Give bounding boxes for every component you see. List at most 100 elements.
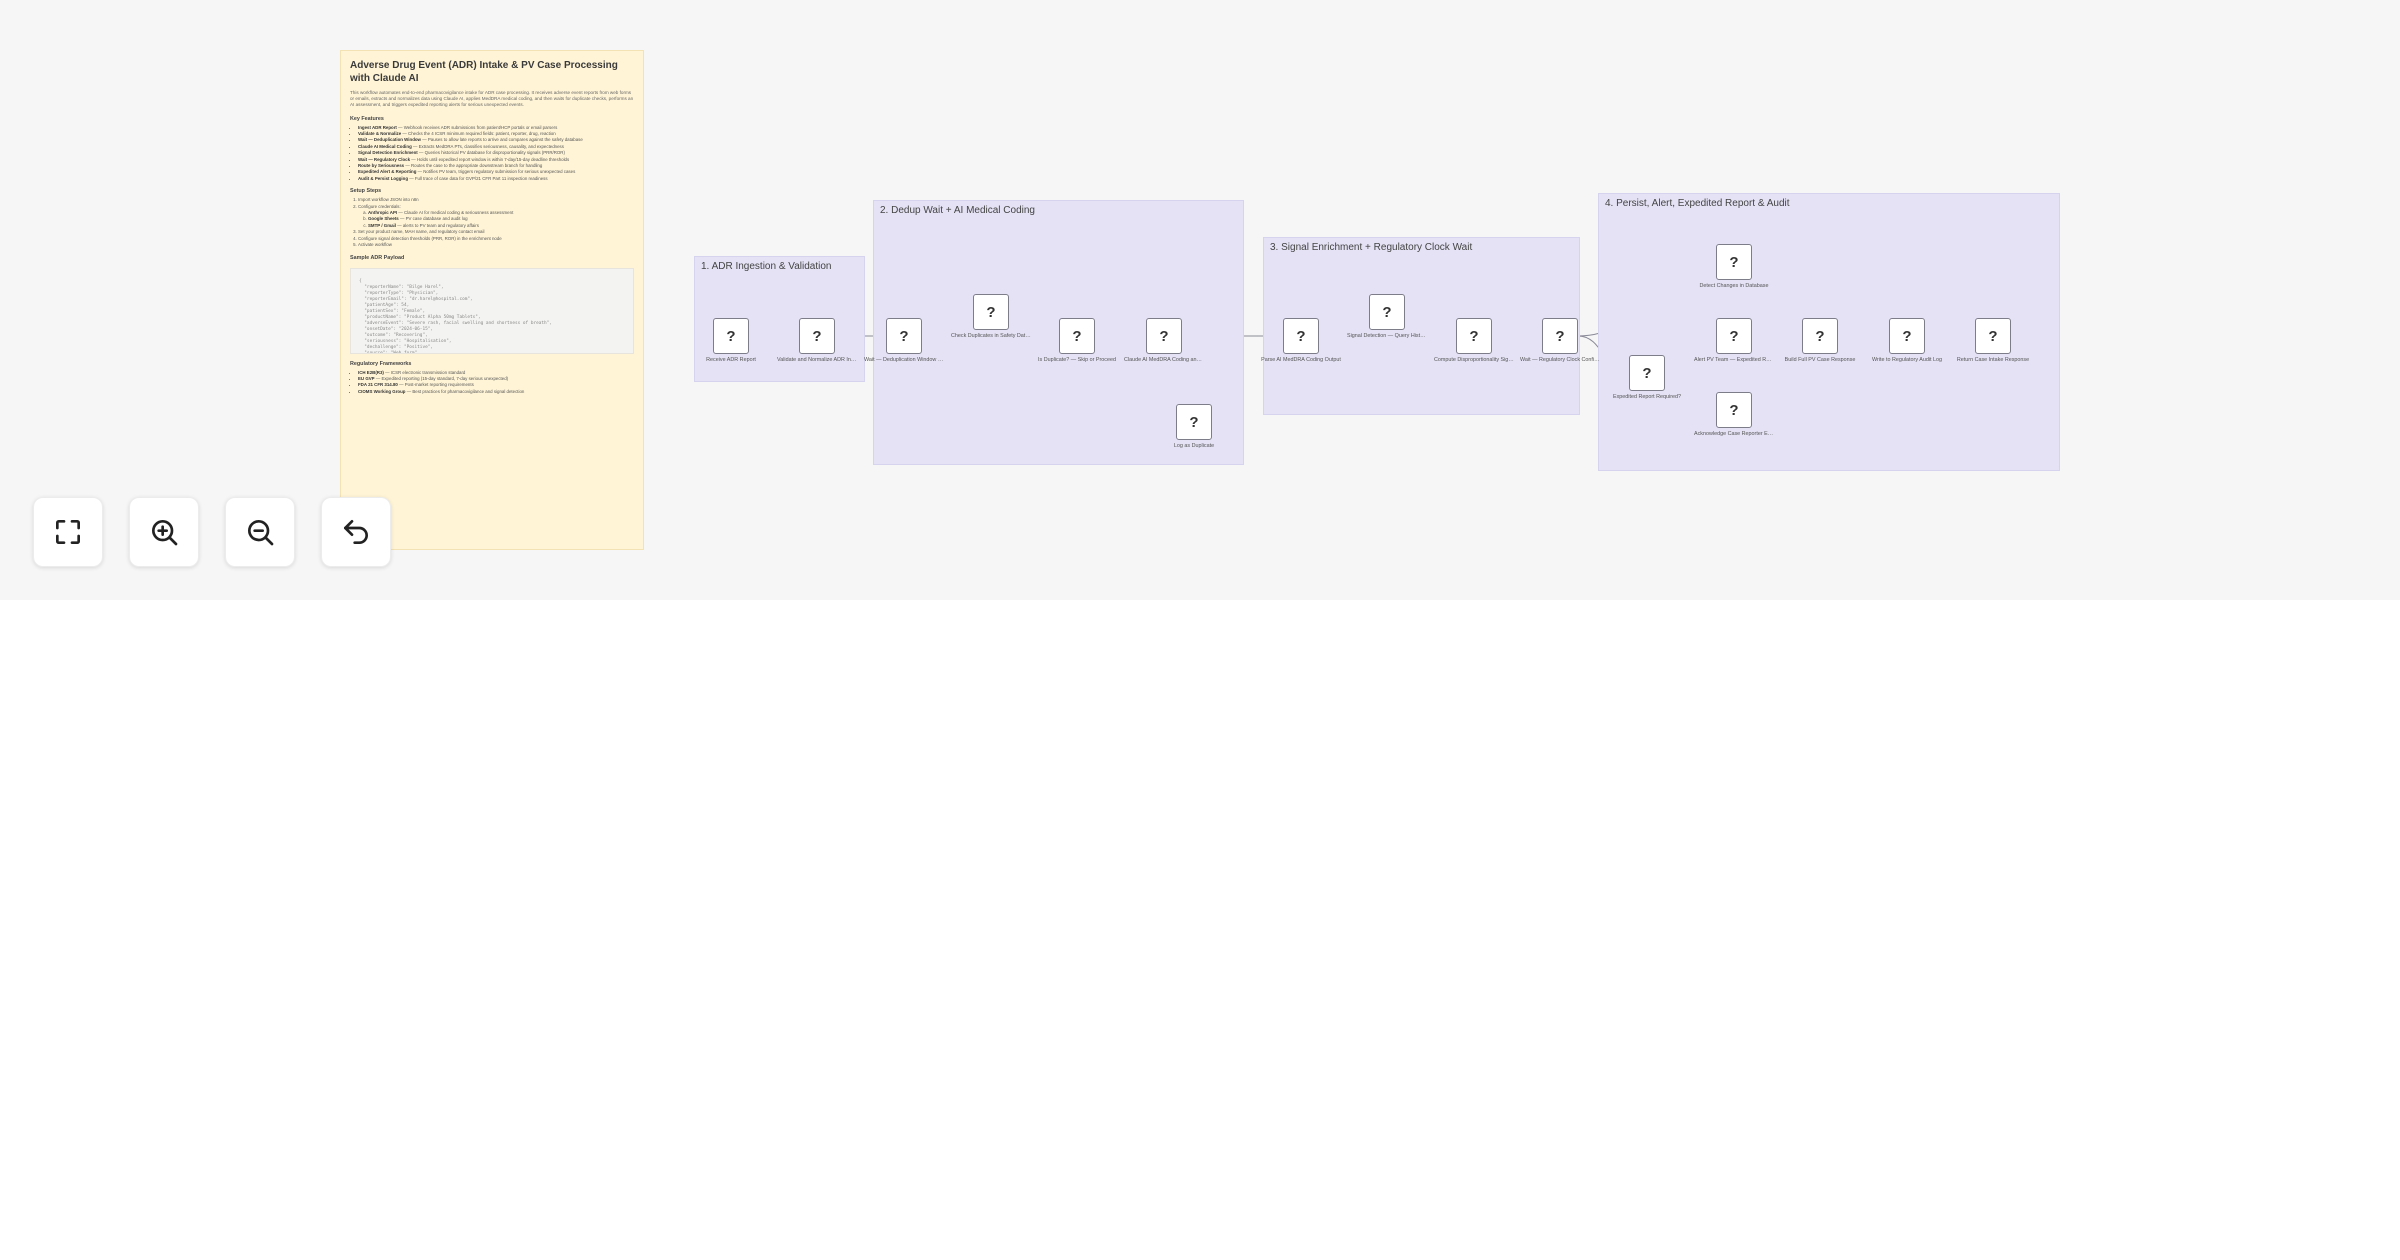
zoom-out-icon: [248, 520, 274, 546]
node-label: Receive ADR Report: [706, 357, 756, 363]
node-unknown-icon: ?: [1469, 327, 1479, 345]
node-unknown-icon: ?: [1642, 364, 1652, 382]
list-item: Google Sheets — PV case database and aud…: [368, 216, 634, 222]
node-return-response[interactable]: ?: [1975, 318, 2011, 354]
node-expedited-required[interactable]: ?: [1629, 355, 1665, 391]
zoom-in-button[interactable]: [129, 497, 199, 567]
node-unknown-icon: ?: [1189, 413, 1199, 431]
node-receive-adr-report[interactable]: ?: [713, 318, 749, 354]
payload-code-block: { "reporterName": "Bilge Harel", "report…: [350, 267, 634, 354]
list-item: Route by Seriousness — Routes the case t…: [358, 163, 634, 169]
node-label: Wait — Deduplication Window (24 min): [864, 357, 944, 363]
zoom-out-button[interactable]: [225, 497, 295, 567]
node-claude-meddra-coding[interactable]: ?: [1146, 318, 1182, 354]
node-label: Is Duplicate? — Skip or Proceed: [1038, 357, 1116, 363]
node-build-case-response[interactable]: ?: [1802, 318, 1838, 354]
list-item: Signal Detection Enrichment — Queries hi…: [358, 150, 634, 156]
node-unknown-icon: ?: [1296, 327, 1306, 345]
node-compute-signals[interactable]: ?: [1456, 318, 1492, 354]
node-label: Validate and Normalize ADR Intake: [777, 357, 857, 363]
node-unknown-icon: ?: [1729, 253, 1739, 271]
frameworks-list: ICH E2B(R3) — ICSR electronic transmissi…: [350, 370, 634, 396]
node-label: Expedited Report Required?: [1612, 394, 1682, 400]
key-features-list: Ingest ADR Report — Webhook receives ADR…: [350, 125, 634, 183]
node-acknowledge-reporter[interactable]: ?: [1716, 392, 1752, 428]
key-features-heading: Key Features: [350, 115, 384, 122]
list-item: Set your product name, MAH name, and reg…: [358, 229, 634, 235]
node-unknown-icon: ?: [1382, 303, 1392, 321]
reset-zoom-button[interactable]: [321, 497, 391, 567]
node-detect-changes[interactable]: ?: [1716, 244, 1752, 280]
node-unknown-icon: ?: [812, 327, 822, 345]
node-parse-coding-output[interactable]: ?: [1283, 318, 1319, 354]
node-unknown-icon: ?: [1988, 327, 1998, 345]
node-unknown-icon: ?: [1729, 327, 1739, 345]
node-label: Alert PV Team — Expedited Report: [1694, 357, 1774, 363]
zoom-in-icon: [152, 520, 178, 546]
list-item: FDA 21 CFR 314.80 — Post-market reportin…: [358, 382, 634, 388]
node-unknown-icon: ?: [1815, 327, 1825, 345]
setup-heading: Setup Steps: [350, 188, 382, 195]
group-title: 4. Persist, Alert, Expedited Report & Au…: [1605, 198, 1790, 209]
node-label: Claude AI MedDRA Coding and Causality: [1124, 357, 1204, 363]
node-label: Build Full PV Case Response: [1784, 357, 1856, 363]
list-item: Ingest ADR Report — Webhook receives ADR…: [358, 125, 634, 131]
node-check-duplicates[interactable]: ?: [973, 294, 1009, 330]
sticky-intro: This workflow automates end-to-end pharm…: [350, 90, 634, 108]
list-item: Anthropic API — Claude AI for medical co…: [368, 210, 634, 216]
list-item: Claude AI Medical Coding — Extracts MedD…: [358, 144, 634, 150]
list-item: Expedited Alert & Reporting — Notifies P…: [358, 169, 634, 175]
list-item: EU GVP — Expedited reporting (15-day sta…: [358, 376, 634, 382]
node-label: Signal Detection — Query Historical PV: [1347, 333, 1427, 339]
group-title: 2. Dedup Wait + AI Medical Coding: [880, 205, 1035, 216]
node-label: Return Case Intake Response: [1956, 357, 2030, 363]
node-wait-regulatory-clock[interactable]: ?: [1542, 318, 1578, 354]
node-is-duplicate[interactable]: ?: [1059, 318, 1095, 354]
node-label: Parse AI MedDRA Coding Output: [1261, 357, 1341, 363]
payload-heading: Sample ADR Payload: [350, 254, 405, 261]
node-signal-detection-query[interactable]: ?: [1369, 294, 1405, 330]
sticky-title: Adverse Drug Event (ADR) Intake & PV Cas…: [350, 60, 618, 84]
node-log-duplicate[interactable]: ?: [1176, 404, 1212, 440]
list-item: Activate workflow: [358, 242, 634, 248]
node-unknown-icon: ?: [1729, 401, 1739, 419]
node-unknown-icon: ?: [1072, 327, 1082, 345]
node-label: Write to Regulatory Audit Log: [1871, 357, 1943, 363]
node-label: Wait — Regulatory Clock Confirmation (24…: [1520, 357, 1600, 363]
node-label: Compute Disproportionality Signals: [1434, 357, 1514, 363]
group-title: 3. Signal Enrichment + Regulatory Clock …: [1270, 242, 1473, 253]
node-unknown-icon: ?: [1159, 327, 1169, 345]
list-item: Configure credentials: Anthropic API — C…: [358, 204, 634, 230]
fit-view-button[interactable]: [33, 497, 103, 567]
group-title: 1. ADR Ingestion & Validation: [701, 261, 832, 272]
list-item: Wait — Regulatory Clock — Holds until ex…: [358, 157, 634, 163]
node-write-audit-log[interactable]: ?: [1889, 318, 1925, 354]
node-wait-dedup[interactable]: ?: [886, 318, 922, 354]
credentials-list: Anthropic API — Claude AI for medical co…: [358, 210, 634, 229]
list-item: Audit & Persist Logging — Full trace of …: [358, 176, 634, 182]
node-label: Check Duplicates in Safety Database: [951, 333, 1031, 339]
node-unknown-icon: ?: [1555, 327, 1565, 345]
workflow-canvas[interactable]: Adverse Drug Event (ADR) Intake & PV Cas…: [0, 0, 2400, 600]
list-item: ICH E2B(R3) — ICSR electronic transmissi…: [358, 370, 634, 376]
node-unknown-icon: ?: [986, 303, 996, 321]
undo-icon: [344, 520, 368, 544]
node-alert-pv-team[interactable]: ?: [1716, 318, 1752, 354]
list-item: CIOMS Working Group — Best practices for…: [358, 389, 634, 395]
frameworks-heading: Regulatory Frameworks: [350, 360, 412, 367]
node-label: Log as Duplicate: [1173, 443, 1215, 449]
node-label: Detect Changes in Database: [1699, 283, 1769, 289]
node-validate-normalize[interactable]: ?: [799, 318, 835, 354]
list-item: Import workflow JSON into n8n: [358, 197, 634, 203]
list-item: Wait — Deduplication Window — Pauses to …: [358, 137, 634, 143]
node-label: Acknowledge Case Reporter Email: [1694, 431, 1774, 437]
list-item: SMTP / Gmail — alerts to PV team and reg…: [368, 223, 634, 229]
node-unknown-icon: ?: [726, 327, 736, 345]
list-item: Validate & Normalize — Checks the 4 ICSR…: [358, 131, 634, 137]
node-unknown-icon: ?: [1902, 327, 1912, 345]
node-unknown-icon: ?: [899, 327, 909, 345]
sticky-note[interactable]: Adverse Drug Event (ADR) Intake & PV Cas…: [340, 50, 644, 550]
fullscreen-icon: [56, 520, 80, 544]
setup-list: Import workflow JSON into n8n Configure …: [350, 197, 634, 248]
list-item: Configure signal detection thresholds (P…: [358, 236, 634, 242]
